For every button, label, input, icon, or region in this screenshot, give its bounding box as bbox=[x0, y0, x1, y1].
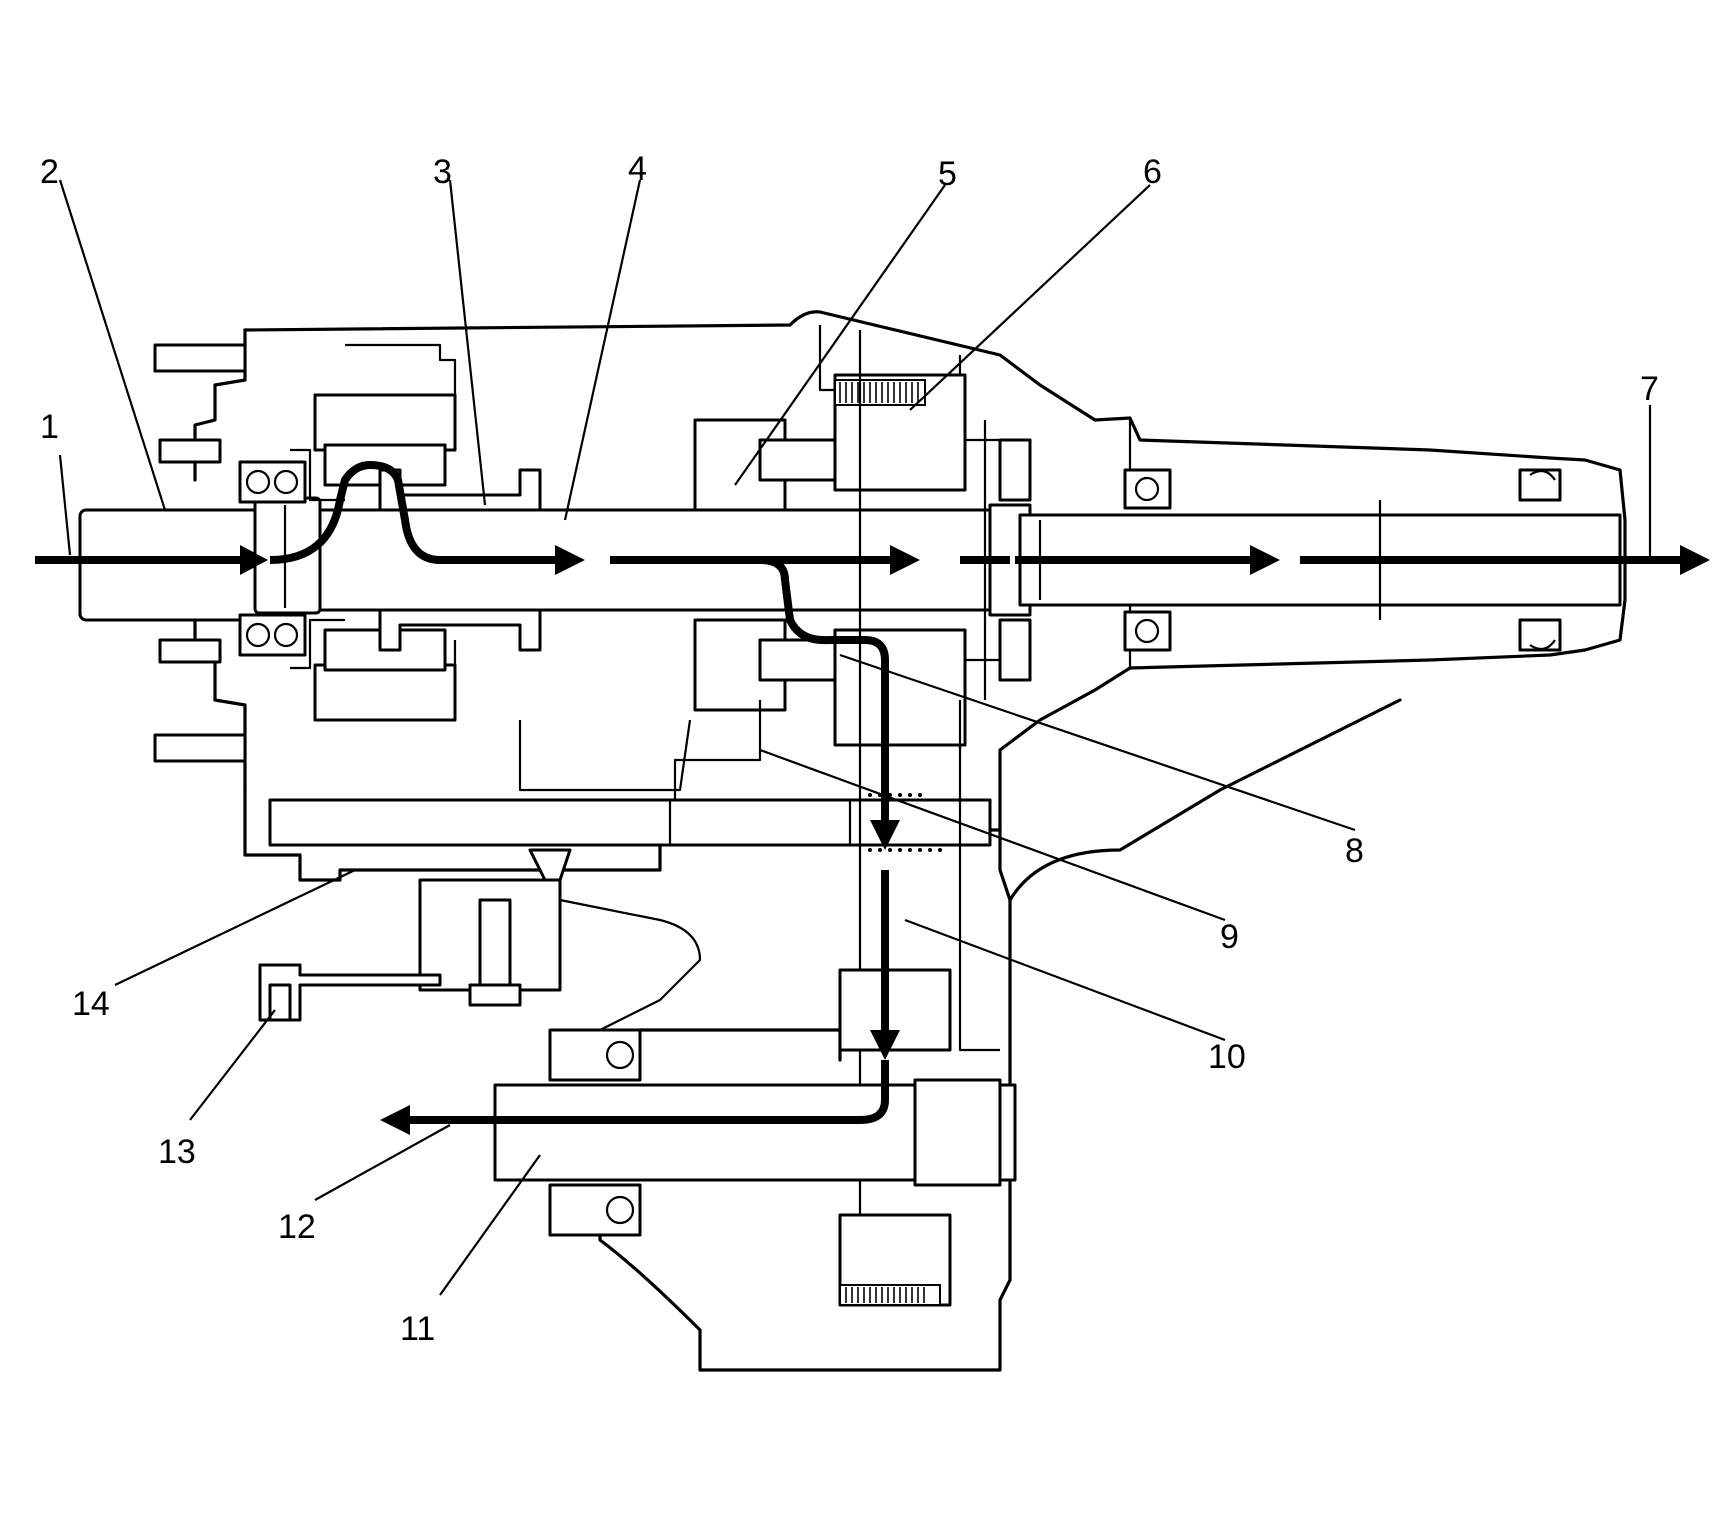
callout-7: 7 bbox=[1640, 370, 1659, 408]
flow-arrowhead bbox=[870, 820, 900, 850]
mounting-stud bbox=[158, 438, 222, 464]
front-output-shaft bbox=[493, 1078, 1017, 1187]
callout-4: 4 bbox=[628, 150, 647, 188]
callout-labels: 1 2 3 4 5 6 7 8 9 10 11 12 13 14 bbox=[40, 150, 1659, 1348]
drive-chain-housing bbox=[243, 330, 1002, 1240]
leader-lines bbox=[58, 179, 1652, 1296]
rear-output-bearing bbox=[1123, 468, 1172, 652]
front-sprocket bbox=[838, 968, 952, 1307]
planetary-gear-set bbox=[290, 393, 457, 722]
flow-arrowhead bbox=[870, 1030, 900, 1060]
drive-chain bbox=[268, 798, 992, 847]
mounting-stud bbox=[158, 638, 222, 664]
rear-output-seal bbox=[1518, 468, 1562, 652]
callout-1: 1 bbox=[40, 408, 59, 446]
input-bearing-lower bbox=[238, 613, 307, 657]
callout-12: 12 bbox=[278, 1208, 316, 1246]
mounting-stud-upper bbox=[153, 343, 247, 373]
clutch-pack bbox=[693, 373, 1032, 747]
flow-arrowhead bbox=[380, 1105, 410, 1135]
flow-arrowhead bbox=[240, 545, 268, 575]
front-output-bearing bbox=[548, 1028, 642, 1237]
callout-5: 5 bbox=[938, 155, 957, 193]
oil-pump bbox=[418, 848, 702, 1031]
callout-3: 3 bbox=[433, 153, 452, 191]
callout-13: 13 bbox=[158, 1133, 196, 1171]
callout-6: 6 bbox=[1143, 153, 1162, 191]
input-bearing-upper bbox=[238, 460, 307, 504]
callout-2: 2 bbox=[40, 153, 59, 191]
callout-11: 11 bbox=[400, 1310, 435, 1348]
flow-arrowhead bbox=[890, 545, 920, 575]
callout-8: 8 bbox=[1345, 832, 1364, 870]
callout-10: 10 bbox=[1208, 1038, 1246, 1076]
flow-arrowhead bbox=[1680, 545, 1710, 575]
callout-9: 9 bbox=[1220, 918, 1239, 956]
torque-flow-path bbox=[35, 461, 1710, 1135]
mounting-stud-lower bbox=[153, 733, 247, 763]
sensor-connector bbox=[258, 963, 442, 1022]
flow-arrowhead bbox=[1250, 545, 1280, 575]
callout-14: 14 bbox=[72, 985, 110, 1023]
flow-arrowhead bbox=[555, 545, 585, 575]
